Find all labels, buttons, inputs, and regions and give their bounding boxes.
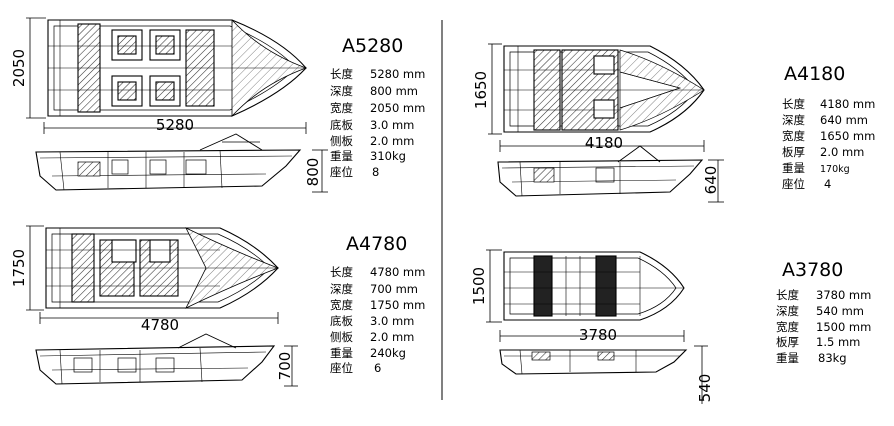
spec-label: 座位	[782, 177, 805, 191]
spec-label: 重量	[776, 351, 799, 365]
spec-label: 侧板	[330, 330, 353, 344]
a4780-model-title: A4780	[346, 233, 407, 255]
a3780-spec-list: 长度 3780 mm 深度 540 mm 宽度 1500 mm 板厚 1.5 m…	[776, 288, 871, 365]
spec-value: 1650 mm	[820, 129, 875, 143]
a5280-depth-dimension: 800	[304, 158, 322, 187]
a4780-length-dimension: 4780	[141, 316, 179, 334]
spec-value: 240kg	[370, 346, 406, 360]
spec-label: 板厚	[782, 145, 805, 159]
spec-label: 重量	[782, 161, 805, 175]
spec-label: 底板	[330, 314, 353, 328]
spec-value: 1750 mm	[370, 298, 425, 312]
boat-a5280: A5280 2050 5280 800 长度 5280 mm 深度 800 mm…	[10, 17, 425, 193]
a4780-spec-list: 长度 4780 mm 深度 700 mm 宽度 1750 mm 底板 3.0 m…	[330, 265, 425, 375]
spec-label: 深度	[776, 304, 799, 318]
spec-value: 2.0 mm	[370, 330, 414, 344]
spec-value: 3780 mm	[816, 288, 871, 302]
spec-label: 重量	[330, 149, 353, 163]
a4780-width-dimension: 1750	[10, 249, 28, 287]
a3780-length-dimension: 3780	[579, 326, 617, 344]
spec-value: 5280 mm	[370, 67, 425, 81]
spec-value: 310kg	[370, 149, 406, 163]
a3780-side-view	[499, 349, 688, 375]
a3780-depth-dimension: 540	[696, 374, 714, 403]
spec-label: 侧板	[330, 134, 353, 148]
a3780-top-view	[503, 251, 685, 321]
spec-value: 83kg	[818, 351, 847, 365]
spec-value: 1.5 mm	[816, 335, 860, 349]
a5280-top-view	[47, 19, 308, 118]
a5280-spec-list: 长度 5280 mm 深度 800 mm 宽度 2050 mm 底板 3.0 m…	[330, 67, 425, 179]
spec-label: 长度	[776, 288, 799, 302]
a5280-side-view	[35, 133, 302, 191]
spec-label: 座位	[330, 361, 353, 375]
spec-label: 深度	[782, 113, 805, 127]
spec-label: 长度	[330, 67, 353, 81]
a4780-side-view	[35, 333, 276, 385]
spec-value: 640 mm	[820, 113, 868, 127]
spec-value: 8	[372, 165, 379, 179]
a5280-model-title: A5280	[342, 35, 403, 57]
a5280-dimension-lines	[26, 17, 328, 193]
spec-label: 宽度	[330, 298, 353, 312]
spec-label: 长度	[330, 265, 353, 279]
a4180-model-title: A4180	[784, 63, 845, 85]
spec-value: 2.0 mm	[820, 145, 864, 159]
boat-a4180: A4180 1650 4180 640 长度 4180 mm 深度 640 mm…	[472, 43, 875, 203]
a4780-depth-dimension: 700	[276, 352, 294, 381]
spec-label: 长度	[782, 97, 805, 111]
spec-value: 3.0 mm	[370, 118, 414, 132]
spec-value: 4	[824, 177, 831, 191]
spec-label: 底板	[330, 118, 353, 132]
spec-label: 宽度	[330, 101, 353, 115]
a4180-depth-dimension: 640	[702, 166, 720, 195]
a4180-top-view	[503, 45, 705, 133]
spec-value: 3.0 mm	[370, 314, 414, 328]
spec-label: 板厚	[776, 335, 799, 349]
spec-label: 宽度	[776, 320, 799, 334]
spec-value: 2.0 mm	[370, 134, 414, 148]
boat-a4780: A4780 1750 4780 700 长度 4780 mm 深度 700 mm…	[10, 225, 425, 387]
spec-label: 深度	[330, 282, 353, 296]
a4780-top-view	[45, 227, 280, 309]
spec-label: 深度	[330, 84, 353, 98]
spec-label: 座位	[330, 165, 353, 179]
a4180-width-dimension: 1650	[472, 71, 490, 109]
a5280-width-dimension: 2050	[10, 49, 28, 87]
boat-a3780: A3780 1500 3780 540 长度 3780 mm 深度 540 mm…	[470, 249, 871, 404]
spec-value: 2050 mm	[370, 101, 425, 115]
a4780-dimension-lines	[26, 225, 298, 387]
a4180-side-view	[497, 145, 704, 197]
spec-value: 6	[374, 361, 381, 375]
spec-value: 170kg	[820, 164, 850, 175]
spec-value: 4180 mm	[820, 97, 875, 111]
a5280-length-dimension: 5280	[156, 116, 194, 134]
a4180-length-dimension: 4180	[585, 134, 623, 152]
spec-label: 宽度	[782, 129, 805, 143]
spec-value: 1500 mm	[816, 320, 871, 334]
spec-value: 4780 mm	[370, 265, 425, 279]
a3780-dimension-lines	[486, 249, 708, 404]
a4180-dimension-lines	[488, 43, 724, 203]
spec-value: 800 mm	[370, 84, 418, 98]
a3780-width-dimension: 1500	[470, 267, 488, 305]
spec-label: 重量	[330, 346, 353, 360]
a3780-model-title: A3780	[782, 259, 843, 281]
spec-value: 700 mm	[370, 282, 418, 296]
a4180-spec-list: 长度 4180 mm 深度 640 mm 宽度 1650 mm 板厚 2.0 m…	[782, 97, 875, 191]
spec-value: 540 mm	[816, 304, 864, 318]
